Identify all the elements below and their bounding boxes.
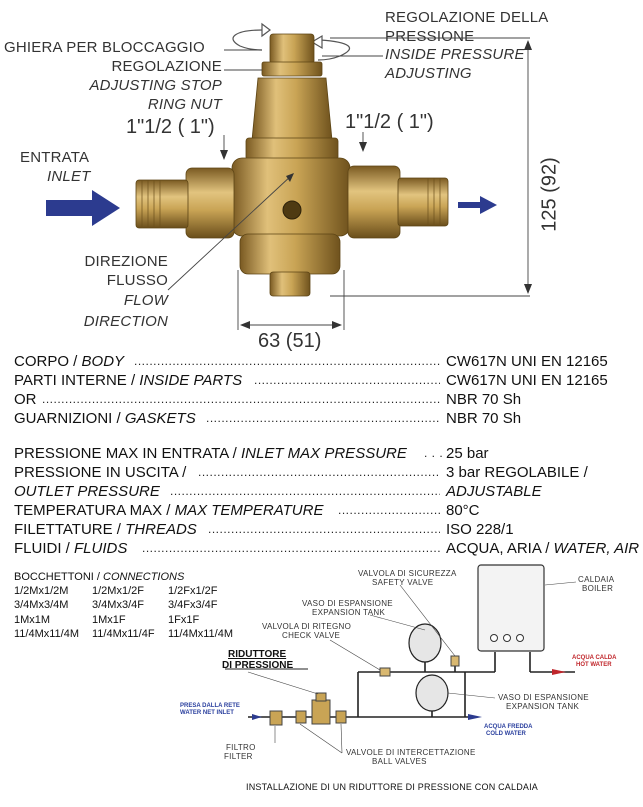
label-dir-en-2: DIRECTION — [83, 313, 168, 330]
stop-ring-nut — [261, 61, 323, 77]
label-exp-tank-en: EXPANSION TANK — [312, 608, 386, 617]
spec-row: OR .....................................… — [14, 391, 522, 408]
conn-item: 1Mx1F — [92, 614, 126, 626]
spec-row: PRESSIONE IN USCITA / ..................… — [14, 464, 588, 481]
conn-item: 3/4Mx3/4F — [92, 599, 144, 611]
conn-item: 1/2Fx1/2F — [168, 585, 218, 597]
valve-body — [231, 157, 351, 237]
conn-item: 1Mx1M — [14, 614, 51, 626]
top-adjusting-nut — [269, 33, 315, 65]
conn-item: 11/4Mx11/4M — [168, 628, 234, 640]
label-cold-water-en: COLD WATER — [486, 731, 526, 737]
hot-water-arrow-icon — [552, 669, 566, 675]
installation-diagram: VALVOLA DI SICUREZZA SAFETY VALVE CALDAI… — [0, 560, 643, 807]
right-threaded-end — [397, 177, 449, 227]
label-exp-tank-it: VASO DI ESPANSIONE — [302, 599, 393, 608]
inlet-arrow-icon — [46, 190, 120, 226]
thread-right-label: 1"1/2 ( 1") — [345, 111, 434, 133]
spec-row: GUARNIZIONI / GASKETS ..................… — [14, 410, 522, 427]
gauge-port — [282, 200, 302, 220]
right-union-nut — [347, 165, 401, 239]
label-filter-en: FILTER — [224, 752, 253, 761]
label-ghiera-it-1: GHIERA PER BLOCCAGGIO — [4, 39, 205, 56]
label-exp-tank2-en: EXPANSION TANK — [506, 702, 580, 711]
label-safety-valve-en: SAFETY VALVE — [372, 578, 434, 587]
label-reducer: RIDUTTORE DI PRESSIONE — [222, 649, 294, 671]
label-cold-water-it: ACQUA FREDDA — [484, 724, 533, 730]
boiler-icon — [477, 564, 545, 652]
spec-row: CORPO / BODY ...........................… — [14, 353, 608, 370]
label-exp-tank2-it: VASO DI ESPANSIONE — [498, 693, 589, 702]
label-dir-en-1: FLOW — [123, 292, 168, 309]
spec-row: TEMPERATURA MAX / MAX TEMPERATURE ......… — [14, 502, 480, 519]
outlet-arrow-icon — [458, 196, 497, 214]
cold-water-arrow-icon — [468, 714, 482, 720]
expansion-tank-upper-icon — [408, 623, 442, 663]
label-ghiera-en-2: RING NUT — [147, 96, 222, 113]
spec-row: PRESSIONE MAX IN ENTRATA / INLET MAX PRE… — [14, 445, 489, 462]
conn-item: 3/4Mx3/4M — [14, 599, 69, 611]
conn-item: 1/2Mx1/2M — [14, 585, 69, 597]
label-net-inlet-en: WATER NET INLET — [180, 710, 234, 716]
conn-item: 11/4Mx11/4M — [14, 628, 80, 640]
installation-drawing — [225, 564, 577, 754]
ball-valve-icon — [335, 710, 347, 724]
label-hot-water-it: ACQUA CALDA — [572, 655, 617, 661]
expansion-tank-lower-icon — [415, 674, 449, 712]
conn-item: 1/2Mx1/2F — [92, 585, 144, 597]
label-entrata: ENTRATA — [20, 149, 90, 166]
valve-bonnet — [251, 77, 333, 141]
filter-icon — [269, 710, 283, 726]
label-inlet: INLET — [47, 168, 91, 185]
connections-title: BOCCHETTONI / CONNECTIONS — [14, 571, 185, 583]
valve-illustration: GHIERA PER BLOCCAGGIO REGOLAZIONE ADJUST… — [0, 0, 643, 352]
label-reg-en-2: ADJUSTING — [385, 65, 472, 82]
spec-row: OUTLET PRESSURE ........................… — [14, 483, 542, 500]
label-boiler-it: CALDAIA — [578, 575, 615, 584]
label-safety-valve-it: VALVOLA DI SICUREZZA — [358, 569, 457, 578]
rotate-left-arrow-icon — [232, 22, 271, 51]
ball-valve-icon — [295, 710, 307, 724]
label-boiler-en: BOILER — [582, 584, 614, 593]
label-dir-it-1: DIREZIONE — [84, 253, 168, 270]
label-ball-valves-en: BALL VALVES — [372, 757, 427, 766]
spec-row: FILETTATURE / THREADS ..................… — [14, 521, 514, 538]
connections-block: BOCCHETTONI / CONNECTIONS 1/2Mx1/2M 1/2M… — [14, 570, 264, 645]
label-reg-it-2: PRESSIONE — [385, 28, 475, 45]
valve-drawing — [46, 22, 532, 330]
conn-item: 1Fx1F — [168, 614, 200, 626]
label-check-valve-en: CHECK VALVE — [282, 631, 341, 640]
pressure-reducer-icon — [311, 699, 331, 725]
label-hot-water-en: HOT WATER — [576, 662, 612, 668]
label-reg-en-1: INSIDE PRESSURE — [385, 46, 525, 63]
left-union-nut — [185, 167, 235, 239]
width-dimension-label: 63 (51) — [258, 330, 322, 352]
label-ghiera-it-2: REGOLAZIONE — [111, 58, 222, 75]
label-filter-it: FILTRO — [226, 743, 256, 752]
spec-table: CORPO / BODY ...........................… — [14, 352, 639, 557]
label-reg-it-1: REGOLAZIONE DELLA — [385, 9, 549, 26]
label-ghiera-en-1: ADJUSTING STOP — [89, 77, 222, 94]
conn-item: 11/4Mx11/4F — [92, 628, 155, 640]
spec-row: FLUIDI / FLUIDS ........................… — [14, 540, 640, 557]
conn-item: 3/4Fx3/4F — [168, 599, 218, 611]
label-net-inlet-it: PRESA DALLA RETE — [180, 703, 240, 709]
thread-left-label: 1"1/2 ( 1") — [126, 116, 215, 138]
label-dir-it-2: FLUSSO — [106, 272, 168, 289]
check-valve-icon — [379, 667, 391, 677]
spec-row: PARTI INTERNE / INSIDE PARTS ...........… — [14, 372, 608, 389]
label-check-valve-it: VALVOLA DI RITEGNO — [262, 622, 352, 631]
inlet-arrow-small-icon — [252, 714, 262, 720]
bottom-cap — [269, 271, 311, 297]
label-ball-valves-it: VALVOLE DI INTERCETTAZIONE — [346, 748, 476, 757]
diagram-caption: INSTALLAZIONE DI UN RIDUTTORE DI PRESSIO… — [246, 782, 539, 792]
left-threaded-end — [135, 179, 189, 229]
safety-valve-icon — [450, 655, 460, 667]
